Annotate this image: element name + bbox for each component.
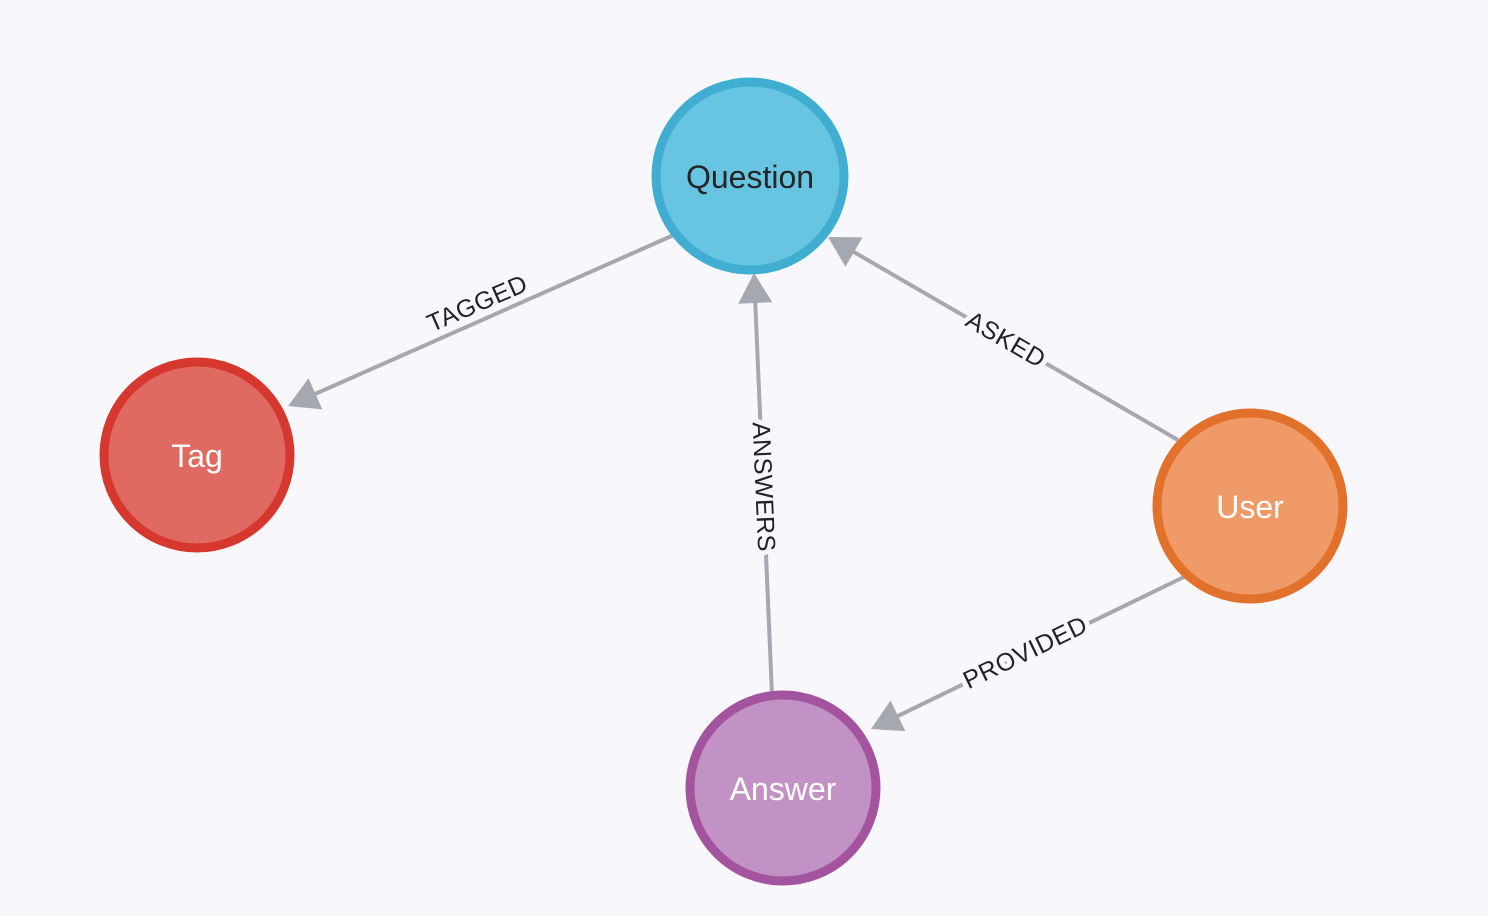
edge-tagged[interactable] xyxy=(288,232,677,410)
edge-label-answers: ANSWERS xyxy=(747,421,781,552)
node-tag[interactable]: Tag xyxy=(99,357,295,553)
arrowhead-provided-icon xyxy=(871,700,906,732)
arrowhead-tagged-icon xyxy=(288,378,323,410)
edge-asked[interactable] xyxy=(828,237,1180,442)
node-label-user: User xyxy=(1216,489,1284,525)
node-label-tag: Tag xyxy=(171,438,223,474)
edge-provided[interactable] xyxy=(871,574,1187,732)
edge-shaft-tagged xyxy=(310,232,677,398)
node-answer[interactable]: Answer xyxy=(685,690,881,886)
arrowhead-answers-icon xyxy=(738,273,773,304)
node-circle-answer[interactable] xyxy=(685,690,881,886)
edge-label-provided: PROVIDED xyxy=(959,611,1092,695)
node-label-answer: Answer xyxy=(730,771,837,807)
node-label-question: Question xyxy=(686,159,814,195)
edge-shaft-provided xyxy=(893,574,1187,720)
node-circle-question[interactable] xyxy=(651,77,849,275)
node-question[interactable]: Question xyxy=(651,77,849,275)
edge-label-asked: ASKED xyxy=(961,306,1051,374)
arrowhead-asked-icon xyxy=(828,237,863,267)
edge-answers[interactable] xyxy=(738,273,774,696)
node-user[interactable]: User xyxy=(1152,408,1348,604)
edge-shaft-answers xyxy=(753,298,774,696)
edges-layer xyxy=(288,232,1187,732)
node-circle-tag[interactable] xyxy=(99,357,295,553)
edge-shaft-asked xyxy=(849,248,1180,442)
node-circle-user[interactable] xyxy=(1152,408,1348,604)
